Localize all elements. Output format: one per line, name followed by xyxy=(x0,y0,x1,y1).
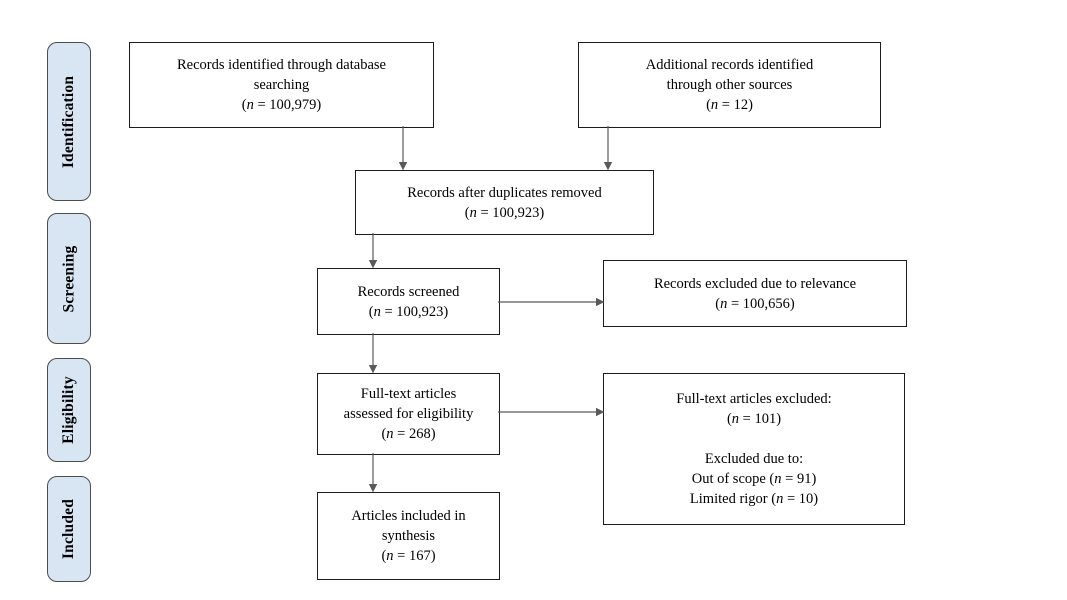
stage-label-text: Included xyxy=(60,498,77,560)
stage-label-included: Included xyxy=(47,476,91,582)
stage-label-eligibility: Eligibility xyxy=(47,358,91,462)
box-duplicates-removed: Records after duplicates removed(n = 100… xyxy=(355,170,654,235)
box-fulltext-excluded: Full-text articles excluded:(n = 101) Ex… xyxy=(603,373,905,525)
stage-label-text: Identification xyxy=(60,75,78,168)
stage-label-identification: Identification xyxy=(47,42,91,201)
box-records-excluded: Records excluded due to relevance(n = 10… xyxy=(603,260,907,327)
stage-label-text: Screening xyxy=(60,245,77,312)
stage-label-screening: Screening xyxy=(47,213,91,344)
stage-label-text: Eligibility xyxy=(60,376,78,444)
box-records-screened: Records screened(n = 100,923) xyxy=(317,268,500,335)
